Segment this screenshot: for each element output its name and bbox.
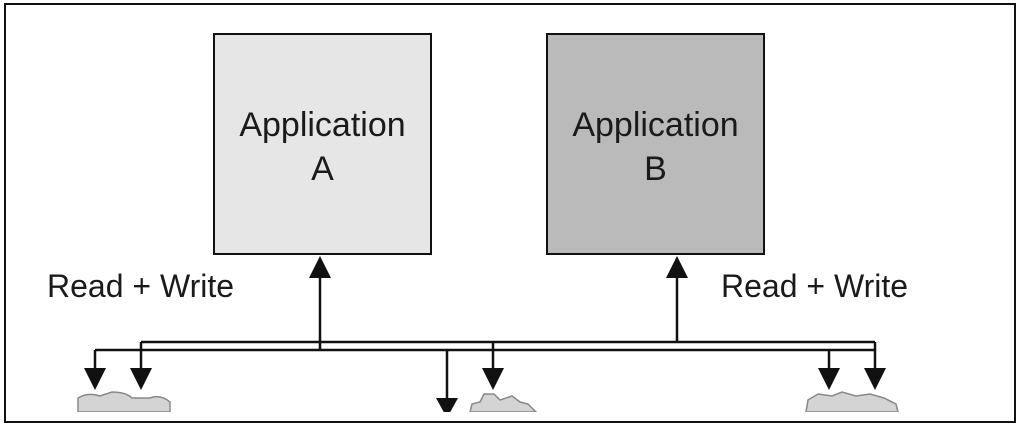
application-b-letter: B bbox=[644, 150, 667, 188]
read-write-label-left: Read + Write bbox=[47, 268, 235, 304]
application-a-letter: A bbox=[311, 150, 334, 188]
application-b-title: Application bbox=[572, 106, 739, 144]
arrowhead-down-2 bbox=[130, 368, 152, 390]
arrowhead-down-4 bbox=[482, 368, 504, 390]
application-a-title: Application bbox=[239, 106, 406, 144]
arrowhead-down-3 bbox=[436, 398, 458, 412]
arrowhead-down-6 bbox=[864, 368, 886, 390]
arrowhead-down-5 bbox=[818, 368, 840, 390]
puzzle-pieces-icon bbox=[805, 391, 899, 412]
arrowhead-up-app-a bbox=[309, 256, 331, 278]
gear-icon bbox=[469, 393, 538, 412]
connector-diagram bbox=[77, 256, 899, 412]
arrowhead-up-app-b bbox=[666, 256, 688, 278]
arrowhead-down-1 bbox=[84, 368, 106, 390]
read-write-label-right: Read + Write bbox=[721, 268, 909, 304]
puzzle-piece-icon bbox=[77, 391, 171, 412]
application-b-box: Application B bbox=[546, 33, 765, 255]
application-a-box: Application A bbox=[213, 33, 432, 255]
